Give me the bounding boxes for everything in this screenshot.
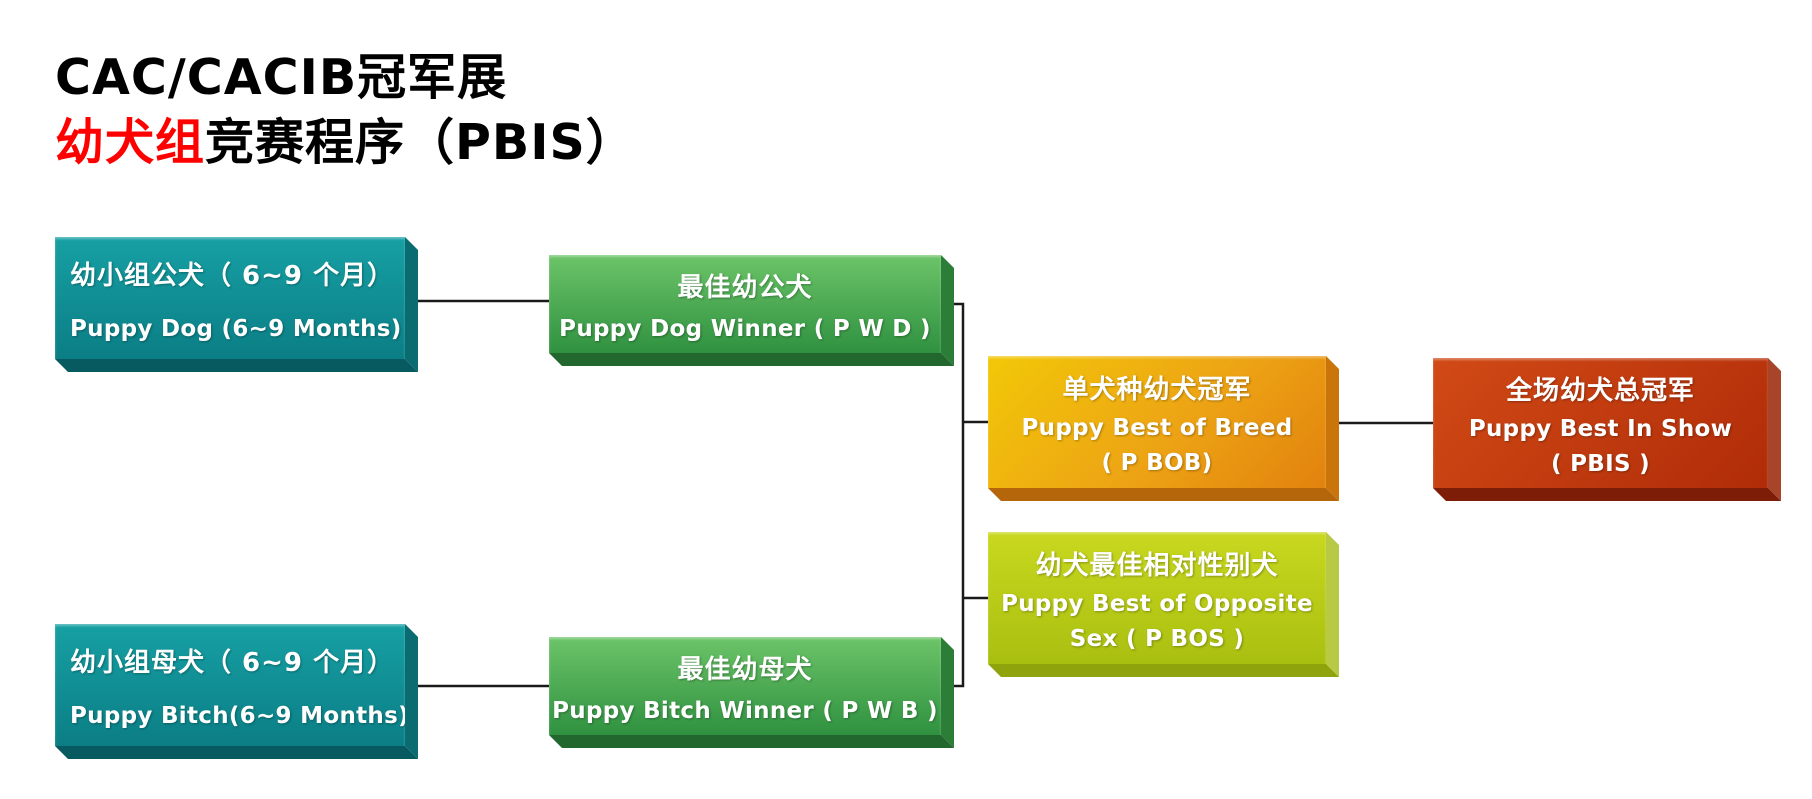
title-line2-rest: 竞赛程序（PBIS）	[205, 113, 636, 171]
node-label-abbr: ( PBIS )	[1551, 450, 1650, 477]
node-label-zh: 全场幼犬总冠军	[1505, 375, 1695, 406]
node-puppy-bitch-class: 幼小组母犬（ 6~9 个月） Puppy Bitch(6~9 Months)	[55, 624, 409, 746]
node-label-zh: 最佳幼母犬	[677, 654, 813, 685]
page-title: CAC/CACIB冠军展 幼犬组竞赛程序（PBIS）	[55, 46, 636, 175]
node-label-en: Puppy Bitch(6~9 Months)	[70, 702, 409, 729]
node-label-abbr: Sex ( P BOS )	[1069, 625, 1245, 652]
node-label-zh: 单犬种幼犬冠军	[1062, 374, 1252, 405]
node-label-en: Puppy Dog (6~9 Months)	[70, 315, 402, 342]
node-label-en: Puppy Bitch Winner ( P W B )	[552, 697, 938, 724]
node-label-zh: 幼小组公犬（ 6~9 个月）	[70, 260, 395, 291]
node-label-en: Puppy Best In Show	[1468, 415, 1733, 442]
node-puppy-best-in-show: 全场幼犬总冠军 Puppy Best In Show ( PBIS )	[1433, 358, 1768, 488]
title-line2-highlight: 幼犬组	[55, 113, 206, 171]
title-line1: CAC/CACIB冠军展	[55, 49, 508, 106]
node-label-zh: 幼小组母犬（ 6~9 个月）	[70, 647, 395, 678]
node-puppy-best-of-breed: 单犬种幼犬冠军 Puppy Best of Breed ( P BOB)	[988, 356, 1326, 488]
node-puppy-bitch-winner: 最佳幼母犬 Puppy Bitch Winner ( P W B )	[549, 637, 941, 735]
node-puppy-dog-winner: 最佳幼公犬 Puppy Dog Winner ( P W D )	[549, 255, 941, 353]
title-line2: 幼犬组竞赛程序（PBIS）	[55, 111, 636, 176]
node-label-en: Puppy Best of Breed	[1021, 414, 1293, 441]
node-puppy-best-of-opposite-sex: 幼犬最佳相对性别犬 Puppy Best of Opposite Sex ( P…	[988, 532, 1326, 664]
node-label-zh: 幼犬最佳相对性别犬	[1035, 550, 1279, 581]
node-label-en: Puppy Best of Opposite	[1001, 590, 1313, 617]
node-label-abbr: ( P BOB)	[1101, 449, 1213, 476]
node-puppy-dog-class: 幼小组公犬（ 6~9 个月） Puppy Dog (6~9 Months)	[55, 237, 405, 359]
node-label-en: Puppy Dog Winner ( P W D )	[559, 315, 931, 342]
node-label-zh: 最佳幼公犬	[677, 272, 813, 303]
